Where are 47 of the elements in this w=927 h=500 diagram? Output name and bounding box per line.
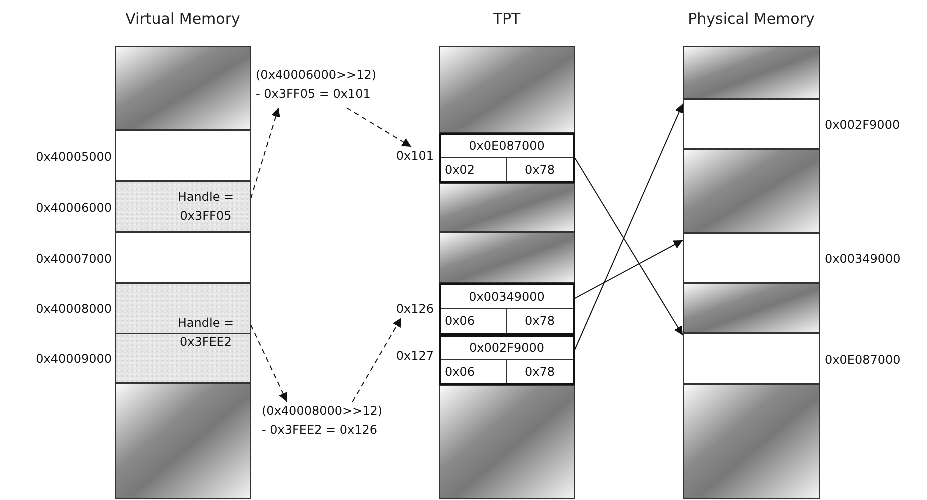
used-block xyxy=(439,385,575,499)
used-block xyxy=(683,384,820,499)
address-label: 0x0E087000 xyxy=(825,352,901,366)
used-block xyxy=(439,46,575,133)
handle-text: Handle = 0x3FEE2 xyxy=(176,315,236,351)
arrow xyxy=(574,104,684,350)
value-cell: 0x02 xyxy=(441,158,507,181)
value-cell-text: 0x78 xyxy=(524,313,556,330)
arrow xyxy=(250,108,280,200)
table-entry xyxy=(439,133,575,183)
value-cell: 0x06 xyxy=(441,309,507,333)
used-block xyxy=(115,46,251,130)
address-label: 0x40008000 xyxy=(36,302,112,316)
index-label: 0x101 xyxy=(384,147,434,165)
address-label: 0x40005000 xyxy=(36,150,112,164)
table-entry xyxy=(439,283,575,335)
column-heading: TPT xyxy=(492,10,522,28)
address-cell: 0x002F9000 xyxy=(441,337,573,360)
column-heading: Physical Memory xyxy=(687,10,816,28)
address-label: 0x40009000 xyxy=(36,352,112,366)
value-cell-text: 0x78 xyxy=(524,364,556,380)
address-label: 0x002F9000 xyxy=(825,118,900,132)
table-entry xyxy=(439,335,575,385)
arrow xyxy=(574,158,684,336)
arrow xyxy=(352,318,402,402)
index-label: 0x126 xyxy=(384,300,434,318)
handle-text: Handle = 0x3FF05 xyxy=(176,188,236,224)
used-block xyxy=(683,283,820,333)
used-block xyxy=(115,383,251,499)
used-block xyxy=(439,232,575,283)
arrow xyxy=(346,108,412,148)
formula-text: (0x40006000>>12) - 0x3FF05 = 0x101 xyxy=(256,66,382,108)
address-cell: 0x00349000 xyxy=(441,285,573,309)
used-block xyxy=(683,46,820,99)
arrow xyxy=(250,324,288,402)
arrow xyxy=(574,240,684,300)
address-label: 0x40007000 xyxy=(36,252,112,266)
formula-text: (0x40008000>>12) - 0x3FEE2 = 0x126 xyxy=(262,402,388,444)
address-cell: 0x0E087000 xyxy=(441,135,573,158)
address-label: 0x40006000 xyxy=(36,200,112,214)
value-cell: 0x06 xyxy=(441,360,507,383)
used-block xyxy=(683,149,820,233)
used-block xyxy=(439,183,575,232)
value-cell-text: 0x78 xyxy=(524,162,556,178)
column-heading: Virtual Memory xyxy=(124,10,242,28)
address-label: 0x00349000 xyxy=(825,252,901,266)
index-label: 0x127 xyxy=(395,348,434,365)
